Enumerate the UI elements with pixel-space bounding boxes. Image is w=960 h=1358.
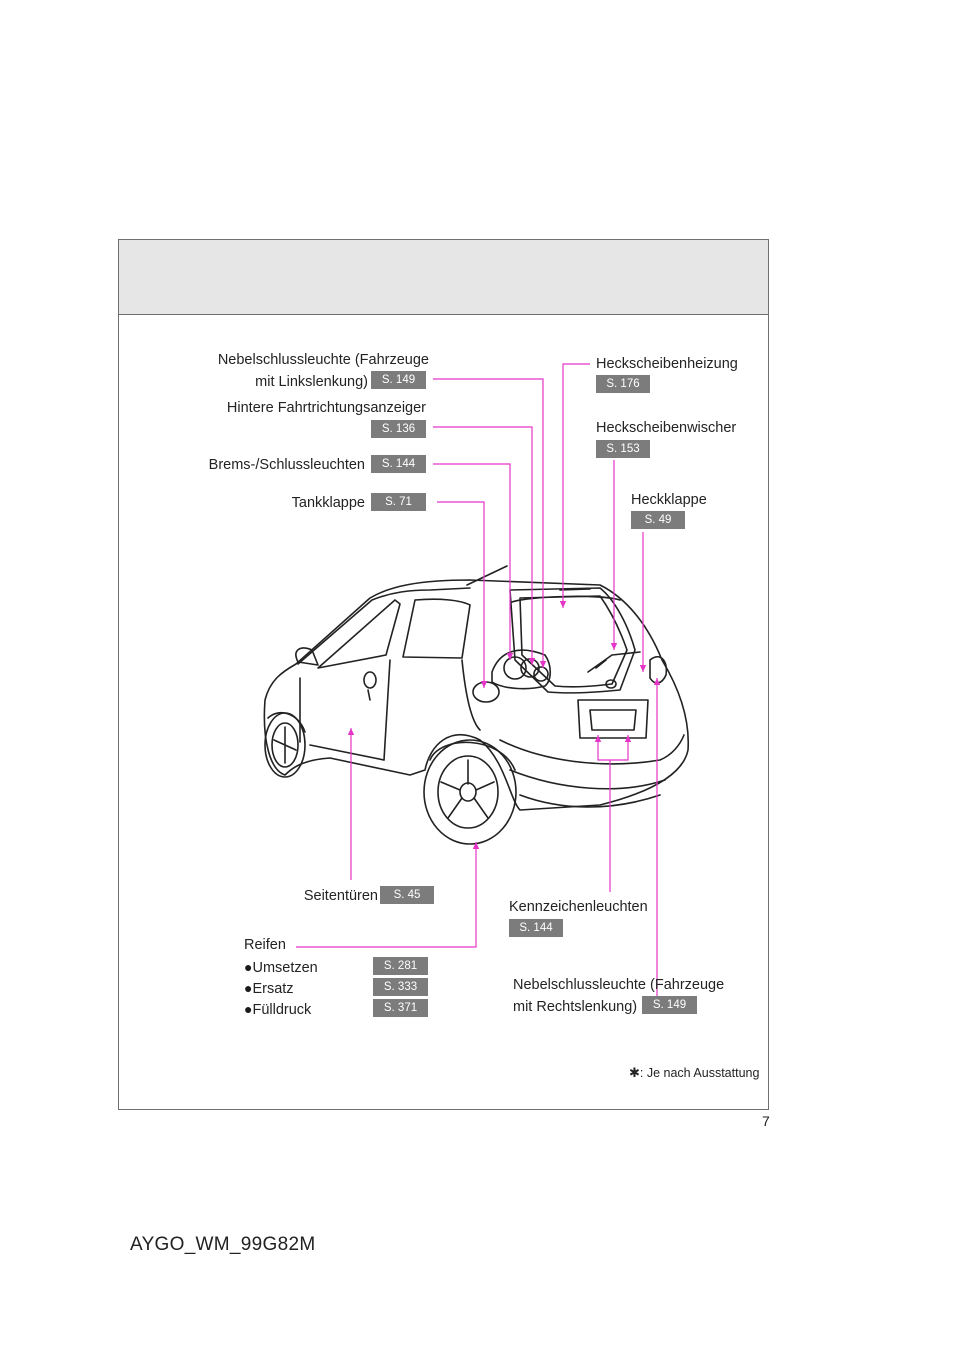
leader-license-lights-arrowhead bbox=[594, 735, 602, 742]
asterisk-icon: ✱ bbox=[629, 1065, 640, 1080]
rear-defogger-ref[interactable]: S. 176 bbox=[596, 375, 650, 393]
leader-fog-left bbox=[433, 378, 544, 668]
license-lights-label: Kennzeichenleuchten bbox=[509, 899, 648, 915]
tailgate-label: Heckklappe bbox=[631, 492, 707, 508]
leader-brake-tail bbox=[433, 463, 511, 660]
footnote-text: : Je nach Ausstattung bbox=[639, 1066, 760, 1080]
leader-tires-arrowhead bbox=[472, 842, 480, 849]
tire-rotate-ref[interactable]: S. 281 bbox=[373, 957, 428, 975]
leader-fog-right-arrowhead bbox=[653, 678, 661, 685]
fog-right-label-line1: Nebelschlussleuchte (Fahrzeuge bbox=[513, 977, 725, 993]
tire-item-label: Ersatz bbox=[252, 981, 294, 997]
document-code: AYGO_WM_99G82M bbox=[130, 1234, 316, 1255]
bullet-icon: ● bbox=[244, 980, 253, 996]
fog-left-label-line1: Nebelschlussleuchte (Fahrzeuge bbox=[217, 352, 429, 368]
bullet-icon: ● bbox=[244, 959, 253, 975]
tire-item-label: Fülldruck bbox=[252, 1002, 312, 1018]
bullet-icon: ● bbox=[244, 1001, 253, 1017]
leader-fuel-flap-arrowhead bbox=[480, 681, 488, 688]
rear-wiper-ref[interactable]: S. 153 bbox=[596, 440, 650, 458]
fog-right-ref[interactable]: S. 149 bbox=[642, 996, 697, 1014]
leader-license-lights-2-arrowhead bbox=[624, 735, 632, 742]
leader-fog-left-arrowhead bbox=[539, 661, 547, 668]
footnote: ✱: Je nach Ausstattung bbox=[629, 1065, 759, 1081]
rear-wiper-label: Heckscheibenwischer bbox=[596, 420, 737, 436]
fuel-flap-ref[interactable]: S. 71 bbox=[371, 493, 426, 511]
leader-license-lights-2 bbox=[610, 735, 629, 761]
fog-right-label-line2: mit Rechtslenkung) bbox=[513, 999, 638, 1015]
leader-license-lights bbox=[597, 735, 611, 892]
rear-defogger-label: Heckscheibenheizung bbox=[596, 356, 738, 372]
tire-pressure-ref[interactable]: S. 371 bbox=[373, 999, 428, 1017]
fog-left-label-line2: mit Linkslenkung) bbox=[255, 374, 368, 390]
tires-label: Reifen bbox=[244, 937, 286, 953]
license-lights-ref[interactable]: S. 144 bbox=[509, 919, 563, 937]
side-doors-label: Seitentüren bbox=[303, 888, 378, 904]
rear-indicator-label: Hintere Fahrtrichtungsanzeiger bbox=[226, 400, 426, 416]
header-band bbox=[119, 240, 768, 315]
tire-item-label: Umsetzen bbox=[252, 960, 318, 976]
leader-fuel-flap bbox=[437, 501, 485, 688]
rear-indicator-ref[interactable]: S. 136 bbox=[371, 420, 426, 438]
leader-tailgate-arrowhead bbox=[639, 665, 647, 672]
leader-rear-indicator-arrowhead bbox=[528, 658, 536, 665]
tire-item-pressure: ●Fülldruck bbox=[244, 1001, 311, 1019]
leader-brake-tail-arrowhead bbox=[506, 653, 514, 660]
tire-spare-ref[interactable]: S. 333 bbox=[373, 978, 428, 996]
brake-tail-label: Brems-/Schlussleuchten bbox=[208, 457, 365, 473]
tire-item-rotate: ●Umsetzen bbox=[244, 959, 318, 977]
overview-frame bbox=[118, 239, 769, 1110]
tire-item-spare: ●Ersatz bbox=[244, 980, 294, 998]
side-doors-ref[interactable]: S. 45 bbox=[380, 886, 434, 904]
leader-tires bbox=[296, 842, 477, 948]
page-number: 7 bbox=[762, 1113, 770, 1129]
fuel-flap-label: Tankklappe bbox=[291, 495, 365, 511]
leader-side-doors-arrowhead bbox=[347, 728, 355, 735]
leader-rear-defogger-arrowhead bbox=[559, 601, 567, 608]
brake-tail-ref[interactable]: S. 144 bbox=[371, 455, 426, 473]
leader-rear-indicator bbox=[433, 426, 533, 665]
leader-rear-defogger bbox=[562, 363, 590, 608]
fog-left-ref[interactable]: S. 149 bbox=[371, 371, 426, 389]
tailgate-ref[interactable]: S. 49 bbox=[631, 511, 685, 529]
leader-rear-wiper-arrowhead bbox=[610, 643, 618, 650]
